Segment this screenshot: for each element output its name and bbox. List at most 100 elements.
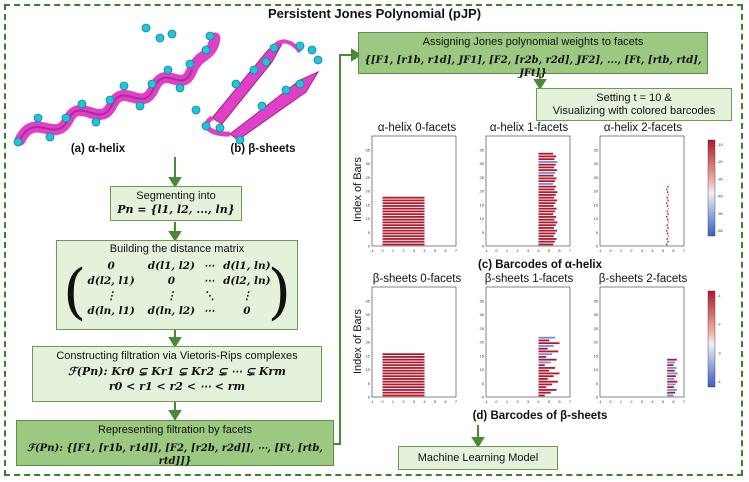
x-tick-label: 4 (537, 248, 540, 253)
matrix-cell: 0 (243, 305, 251, 317)
barcode-bar (382, 227, 425, 229)
x-tick-label: 0 (495, 399, 498, 404)
x-tick-label: 3 (641, 399, 644, 404)
panel-title-beta-0: β-sheets 0-facets (372, 273, 462, 285)
barcode-bar (538, 369, 550, 372)
x-tick-label: 1 (506, 248, 509, 253)
y-tick-label: 15 (594, 353, 599, 358)
x-tick-label: 4 (651, 248, 654, 253)
colorbar-tick-label: -3 (717, 350, 721, 355)
alpha-helix-image (13, 23, 221, 147)
barcode-bar (538, 347, 548, 350)
matrix-cell: d(ln, l2) (147, 305, 196, 317)
barcode-bar (382, 221, 425, 224)
barcode-bar (666, 232, 669, 235)
x-tick-label: 6 (672, 248, 675, 253)
barcode-bar (538, 235, 554, 238)
barcode-bar (538, 375, 554, 378)
colorbar (707, 139, 716, 237)
x-tick-label: 3 (527, 399, 530, 404)
jones-weights-box: Assigning Jones polynomial weights to fa… (358, 32, 708, 79)
barcode-bar (382, 216, 425, 218)
x-tick-label: 4 (423, 248, 426, 253)
barcode-bar (538, 345, 554, 347)
barcode-bar (538, 180, 555, 183)
barcode-bar (667, 391, 676, 394)
x-tick-label: 0 (381, 399, 384, 404)
barcode-bar (382, 372, 425, 375)
facets-title: Representing filtration by facets (97, 424, 253, 436)
barcode-bar (666, 196, 668, 199)
plot-frame (485, 286, 571, 398)
barcode-bar (382, 380, 425, 383)
y-tick-label: 5 (596, 381, 599, 386)
colorbar-tick-label: -20 (717, 159, 724, 164)
x-tick-label: 7 (683, 248, 686, 253)
x-tick-label: 2 (630, 248, 633, 253)
barcode-bar (667, 221, 670, 224)
barcode-bar (667, 378, 675, 380)
matrix-cell: ⋮ (105, 290, 117, 302)
x-tick-label: 3 (641, 248, 644, 253)
x-tick-label: 6 (444, 399, 447, 404)
y-tick-label: 25 (480, 326, 485, 331)
setting-line2: Visualizing with colored barcodes (552, 105, 716, 117)
y-tick-label: 0 (482, 395, 485, 400)
barcode-bar (382, 378, 425, 380)
matrix-cell: ⋮ (166, 290, 177, 302)
barcode-bar (666, 191, 669, 194)
barcode-bar (666, 229, 668, 232)
matrix-cell: ⋮ (241, 290, 253, 302)
matrix-cell: ⋯ (203, 305, 215, 317)
segmenting-formula: Pn = {l1, l2, ..., ln} (117, 203, 235, 216)
barcode-bar (382, 210, 425, 213)
y-tick-label: 15 (366, 353, 371, 358)
x-tick-label: 7 (569, 399, 572, 404)
barcode-bar (382, 369, 425, 372)
barcode-bar (538, 191, 558, 194)
barcode-bar (382, 386, 425, 389)
barcode-bar (667, 364, 674, 367)
barcode-bar (382, 394, 425, 397)
outer-dashed-frame (4, 4, 743, 476)
barcode-bar (538, 218, 555, 221)
barcode-bar (538, 353, 553, 356)
x-tick-label: 0 (381, 248, 384, 253)
y-tick-label: 35 (594, 298, 599, 303)
x-tick-label: 1 (392, 399, 395, 404)
barcode-bar (382, 353, 425, 356)
colorbar-tick-label: -50 (717, 211, 724, 216)
y-tick-label: 25 (594, 326, 599, 331)
barcode-bar (538, 378, 548, 380)
barcode-bar (382, 235, 425, 238)
y-tick-label: 0 (596, 395, 599, 400)
x-tick-label: 3 (413, 399, 416, 404)
segmenting-box: Segmenting into Pn = {l1, l2, ..., ln} (110, 186, 242, 221)
barcode-bar (667, 383, 676, 386)
plot-frame (371, 135, 457, 247)
x-tick-label: 5 (662, 248, 665, 253)
x-tick-label: -1 (370, 399, 374, 404)
barcode-bar (667, 227, 669, 229)
barcode-bar (382, 391, 425, 394)
matrix-cell: d(l1, l2) (147, 260, 195, 272)
y-tick-label: 20 (480, 340, 485, 345)
barcode-bar (538, 207, 557, 210)
barcode-bar (538, 350, 559, 353)
barcode-bar (382, 367, 425, 369)
y-tick-label: 5 (368, 381, 371, 386)
barcode-bar (382, 383, 425, 386)
panel-title-beta-2: β-sheets 2-facets (598, 273, 688, 285)
barcode-bar (538, 364, 545, 367)
barcode-bar (538, 183, 554, 185)
y-tick-label: 35 (594, 147, 599, 152)
barcode-bar (538, 161, 558, 163)
y-tick-label: 35 (480, 147, 485, 152)
barcode-bar (538, 163, 556, 166)
barcode-bar (538, 336, 556, 339)
y-tick-label: 35 (480, 298, 485, 303)
y-tick-label: 20 (480, 189, 485, 194)
y-tick-label: 0 (482, 244, 485, 249)
barcode-bar (382, 364, 425, 367)
x-tick-label: -1 (484, 399, 488, 404)
